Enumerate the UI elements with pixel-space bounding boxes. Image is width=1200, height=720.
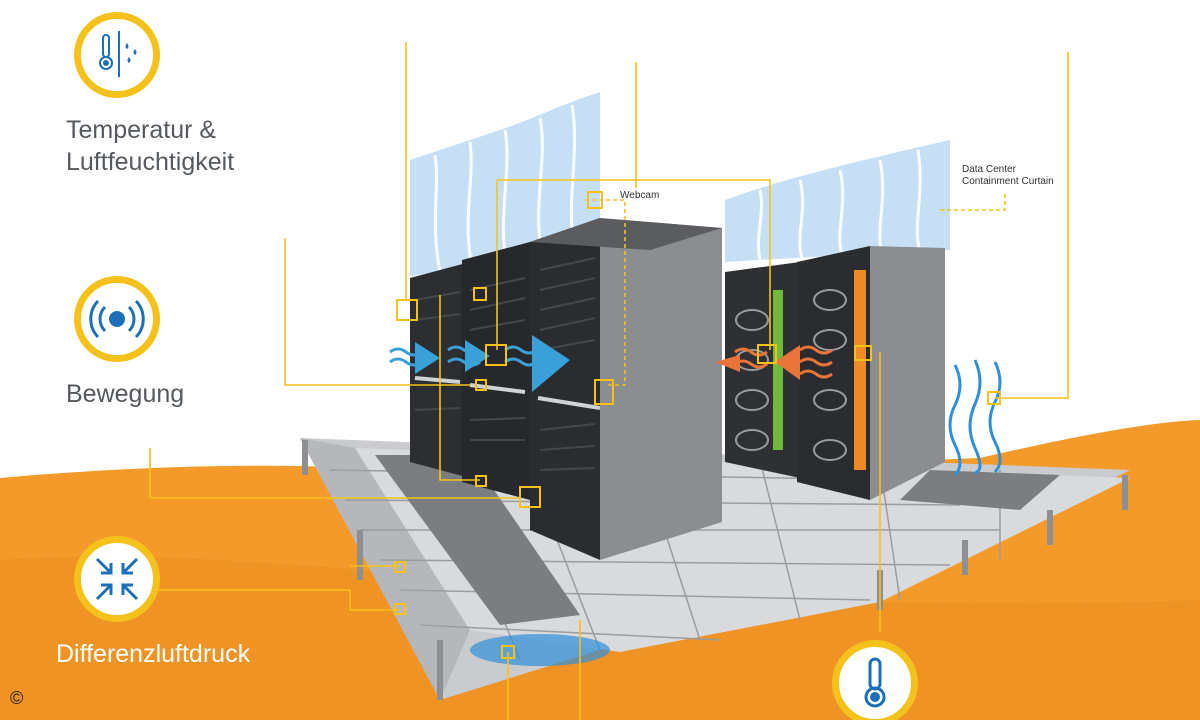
temperature-badge — [832, 640, 918, 720]
thermometer-icon — [864, 657, 886, 708]
differential-pressure-label: Differenzluftdruck — [56, 640, 251, 668]
motion-sensor-icon — [89, 299, 145, 339]
temperature-humidity-badge — [74, 12, 160, 98]
motion-label: Bewegung — [66, 380, 185, 408]
sensor-leader-lines — [140, 42, 1069, 720]
pressure-arrows-icon — [95, 557, 139, 601]
server-racks-right — [725, 246, 945, 500]
rising-cold-air — [948, 359, 1002, 477]
server-racks-left — [410, 218, 722, 560]
curtain-annotation: Data Center Containment Curtain — [962, 164, 1054, 187]
copyright-mark: © — [10, 688, 24, 708]
sensor-markers — [394, 191, 1001, 659]
differential-pressure-badge — [74, 536, 160, 622]
temperature-humidity-label: Temperatur & Luftfeuchtigkeit — [66, 116, 235, 176]
thermometer-droplets-icon — [99, 31, 137, 77]
containment-curtain-right — [725, 140, 950, 262]
webcam-annotation: Webcam — [620, 190, 660, 201]
motion-badge — [74, 276, 160, 362]
